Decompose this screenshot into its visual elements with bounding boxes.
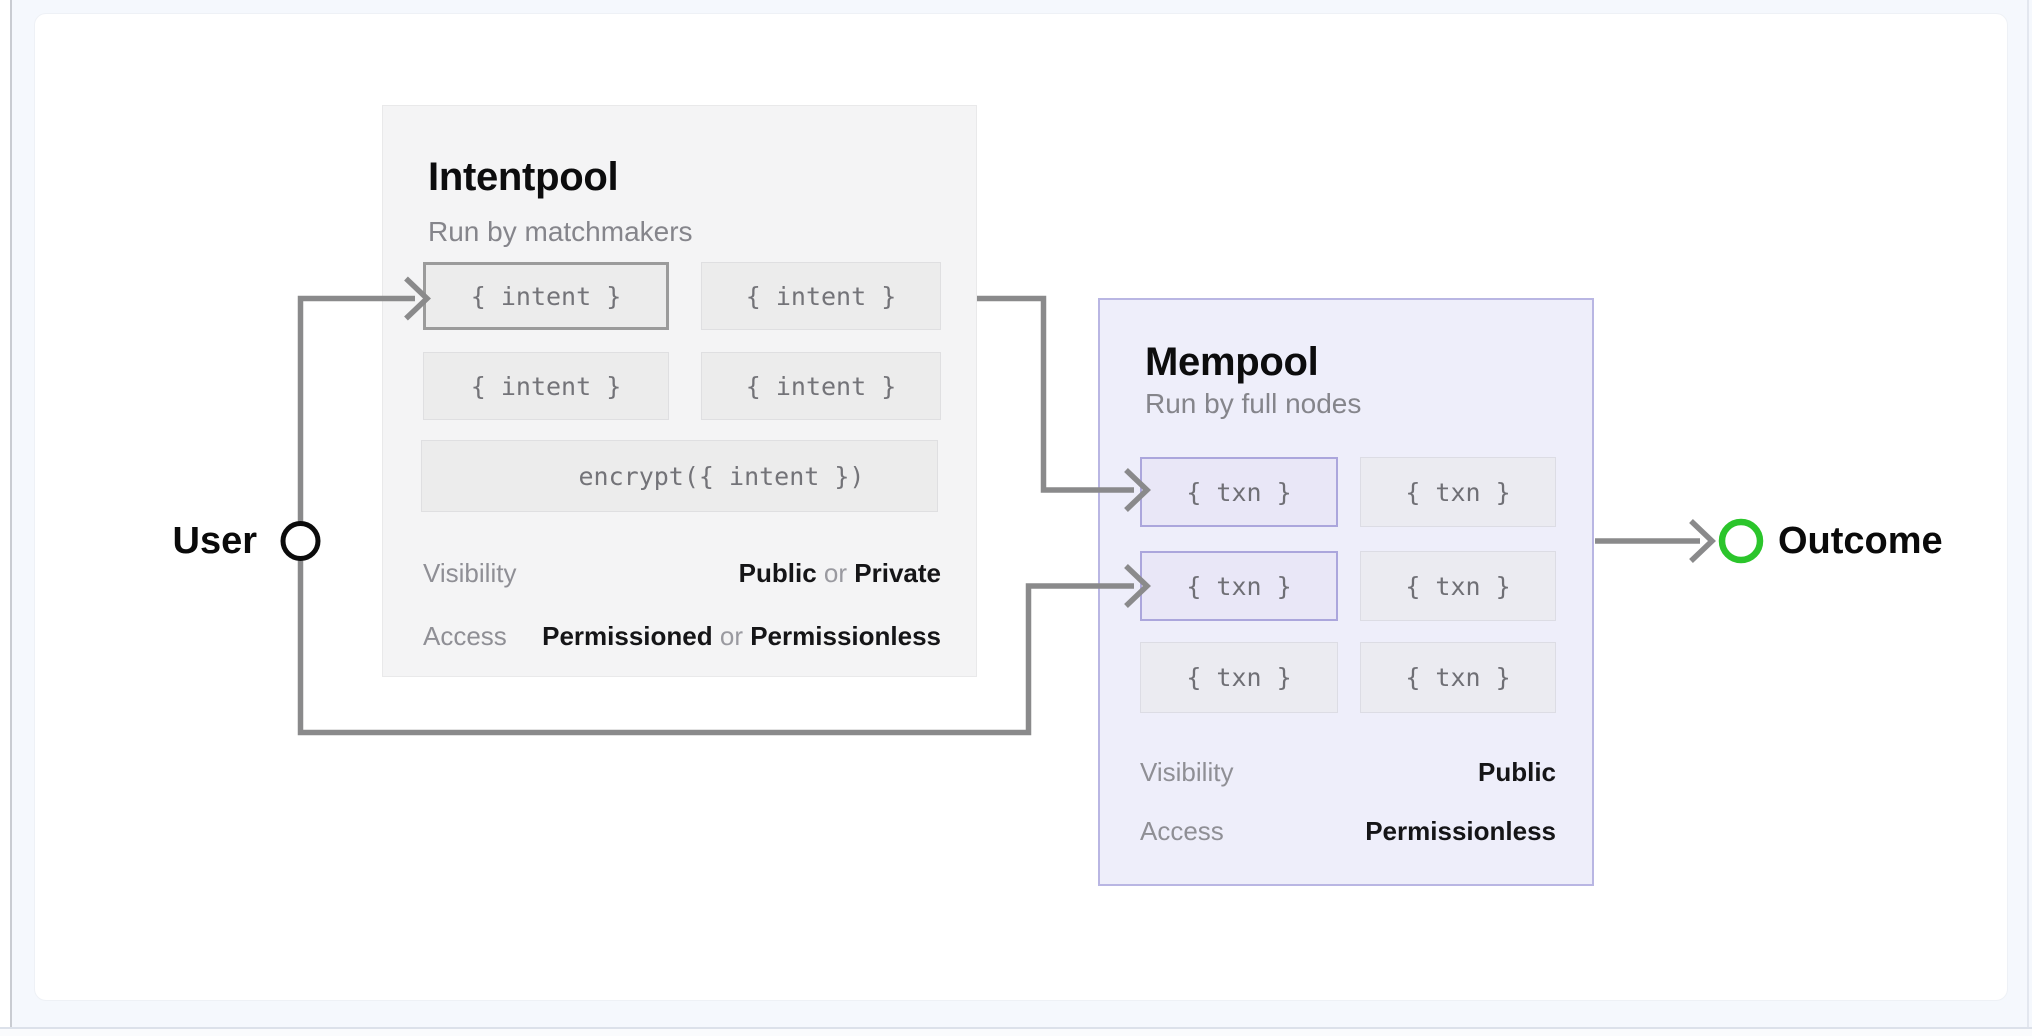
txn-chip-1: { txn } xyxy=(1140,457,1338,527)
left-gutter-line xyxy=(10,0,12,1036)
user-node-label: User xyxy=(172,520,258,562)
intentpool-access-value: Permissioned or Permissionless xyxy=(542,621,941,651)
mempool-subtitle: Run by full nodes xyxy=(1145,388,1362,419)
content-card xyxy=(34,13,2008,1001)
encrypt-intent-chip: encrypt({ intent }) xyxy=(421,440,938,512)
intentpool-visibility-value: Public or Private xyxy=(738,558,941,588)
right-edge-line xyxy=(2027,0,2029,1027)
intentpool-access-row: Access Permissioned or Permissionless xyxy=(423,620,941,652)
outcome-node-label: Outcome xyxy=(1778,520,1943,562)
bottom-edge-line xyxy=(0,1027,2032,1029)
txn-chip-5: { txn } xyxy=(1140,642,1338,713)
mempool-access-value: Permissionless xyxy=(1365,816,1556,846)
mempool-visibility-label: Visibility xyxy=(1140,757,1234,787)
intent-chip-4: { intent } xyxy=(701,352,941,420)
intentpool-visibility-label: Visibility xyxy=(423,558,517,588)
left-gutter xyxy=(0,0,10,1036)
bottom-strip xyxy=(0,1029,2032,1036)
intent-chip-1: { intent } xyxy=(423,262,669,330)
intentpool-access-label: Access xyxy=(423,621,507,651)
intent-chip-2: { intent } xyxy=(701,262,941,330)
intentpool-title: Intentpool xyxy=(428,155,619,199)
intentpool-subtitle: Run by matchmakers xyxy=(428,216,693,247)
mempool-access-row: Access Permissionless xyxy=(1140,815,1556,847)
txn-chip-4: { txn } xyxy=(1360,551,1556,621)
txn-chip-2: { txn } xyxy=(1360,457,1556,527)
mempool-access-label: Access xyxy=(1140,816,1224,846)
intentpool-visibility-row: Visibility Public or Private xyxy=(423,557,941,589)
txn-chip-3: { txn } xyxy=(1140,551,1338,621)
mempool-visibility-value: Public xyxy=(1477,757,1556,787)
txn-chip-6: { txn } xyxy=(1360,642,1556,713)
mempool-visibility-row: Visibility Public xyxy=(1140,756,1556,788)
mempool-title: Mempool xyxy=(1145,340,1319,384)
intent-chip-3: { intent } xyxy=(423,352,669,420)
